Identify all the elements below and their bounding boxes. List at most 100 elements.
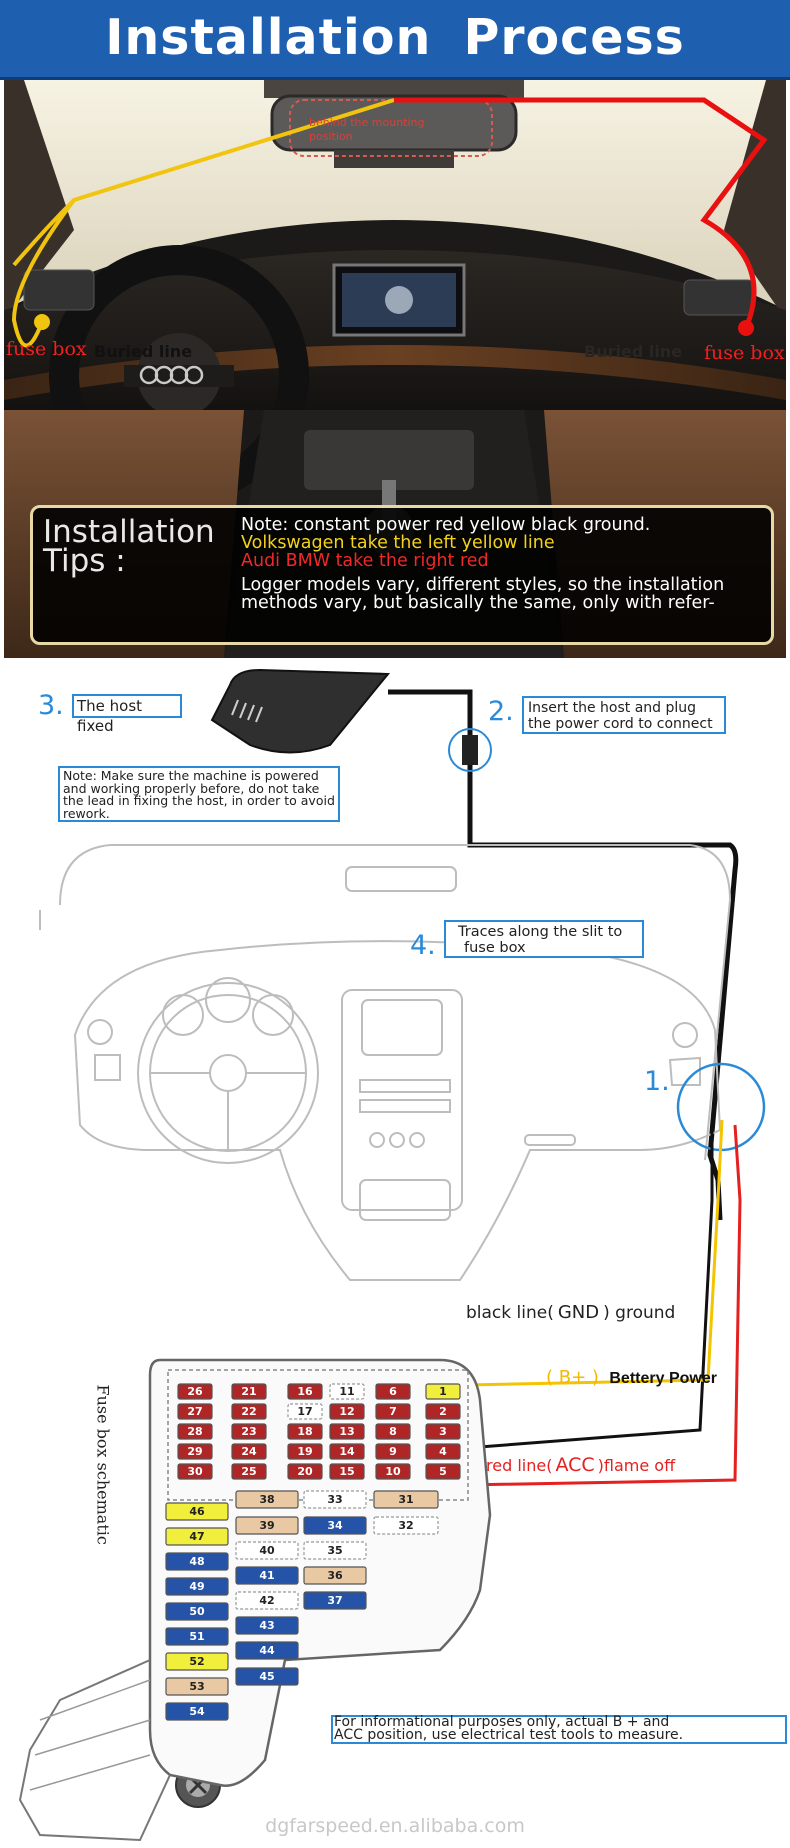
mirror-note: behind the mounting position xyxy=(309,116,469,144)
fuse-15: 15 xyxy=(339,1465,355,1478)
title-banner: Installation Process xyxy=(0,0,790,80)
fuse-53-slot xyxy=(165,1677,229,1696)
step-2-text-b: the power cord to connect xyxy=(528,716,713,732)
fuse-19: 19 xyxy=(297,1445,313,1458)
red-wire xyxy=(464,1124,742,1487)
fuse-25-slot xyxy=(231,1463,267,1480)
fuse-22: 22 xyxy=(241,1405,257,1418)
yellow-wire-label-a: ( B+ ) xyxy=(546,1367,599,1388)
step-4-box: Traces along the slit to fuse box xyxy=(444,920,644,958)
fuse-21-slot xyxy=(231,1383,267,1400)
fuse-5: 5 xyxy=(439,1465,447,1478)
left-fuse-point xyxy=(34,314,50,330)
note-line-1: Note: Make sure the machine is powered xyxy=(63,768,319,783)
buried-line-left-label: Buried line xyxy=(94,342,193,361)
fuse-31-slot xyxy=(373,1490,439,1509)
fuse-43: 43 xyxy=(259,1619,275,1632)
fuse-50: 50 xyxy=(189,1605,205,1618)
fuse-12: 12 xyxy=(339,1405,355,1418)
fuse-box-schematic-label: Fuse box schematic xyxy=(93,1384,113,1545)
black-wire-label: black line(GND) ground xyxy=(466,1302,675,1323)
fuse-48: 48 xyxy=(189,1555,205,1568)
fuse-45: 45 xyxy=(259,1670,275,1683)
fuse-2: 2 xyxy=(439,1405,447,1418)
fuse-9: 9 xyxy=(389,1445,397,1458)
fuse-13: 13 xyxy=(339,1425,355,1438)
fuse-47: 47 xyxy=(189,1530,205,1543)
fuse-box-right-label: fuse box xyxy=(704,342,785,364)
mirror-note-text: behind the mounting position xyxy=(309,116,425,143)
fuse-40: 40 xyxy=(259,1544,275,1557)
fuse-9-slot xyxy=(375,1443,411,1460)
fuse-10: 10 xyxy=(385,1465,401,1478)
tips-title: Installation Tips : xyxy=(43,517,223,577)
note-line-2: and working properly before, do not take xyxy=(63,780,320,796)
fuse-41-slot xyxy=(235,1566,299,1585)
fuse-30-slot xyxy=(177,1463,213,1480)
yellow-wire-label-b: Bettery Power xyxy=(609,1370,717,1387)
step-3-text: The host fixed xyxy=(77,697,143,735)
watermark: dgfarspeed.en.alibaba.com xyxy=(265,1815,525,1837)
fuse-12-slot xyxy=(329,1403,365,1420)
connector-circle xyxy=(448,728,492,772)
fuse-grid-top xyxy=(177,1383,461,1480)
tip-line-1: Note: constant power red yellow black gr… xyxy=(241,515,651,535)
red-wire-label-a: red line( xyxy=(486,1456,553,1475)
red-wire-label: red line(ACC)flame off xyxy=(486,1454,675,1476)
car-interior-photo: behind the mounting position fuse box Bu… xyxy=(4,80,786,658)
fuse-27: 27 xyxy=(187,1405,203,1418)
fuse-52-slot xyxy=(165,1652,229,1671)
fuse-49: 49 xyxy=(189,1580,205,1593)
step-2-box: Insert the host and plug the power cord … xyxy=(522,696,726,734)
fuse-26: 26 xyxy=(187,1385,203,1398)
fuse-53: 53 xyxy=(189,1680,205,1693)
red-wire-route xyxy=(394,97,768,329)
black-wire-label-gnd: GND xyxy=(557,1302,600,1323)
fuse-51-slot xyxy=(165,1627,229,1646)
fuse-29: 29 xyxy=(187,1445,203,1458)
fuse-14-slot xyxy=(329,1443,365,1460)
dashcam-vent-icon xyxy=(231,699,263,723)
fuse-31: 31 xyxy=(398,1493,414,1506)
disclaimer-text: For informational purposes only, actual … xyxy=(332,1714,784,1742)
fuse-3-slot xyxy=(425,1423,461,1440)
fuse-13-slot xyxy=(329,1423,365,1440)
fuse-51: 51 xyxy=(189,1630,205,1643)
fuse-21: 21 xyxy=(241,1385,257,1398)
fuse-11: 11 xyxy=(339,1385,355,1398)
fuse-28-slot xyxy=(177,1423,213,1440)
fuse-28: 28 xyxy=(187,1425,203,1438)
fuse-46-slot xyxy=(165,1502,229,1521)
fuse-32-slot xyxy=(373,1516,439,1535)
disclaimer-line-1: For informational purposes only, actual … xyxy=(334,1714,670,1730)
fuse-34: 34 xyxy=(327,1519,343,1532)
fuse-46: 46 xyxy=(189,1505,205,1518)
page-title: Installation Process xyxy=(105,9,685,66)
fuse-39: 39 xyxy=(259,1519,275,1532)
right-fuse-point xyxy=(738,320,754,336)
fuse-3: 3 xyxy=(439,1425,447,1438)
fuse-5-slot xyxy=(425,1463,461,1480)
car-line-drawing xyxy=(39,844,732,1281)
step-4-number: 4. xyxy=(410,930,436,961)
fuse-29-slot xyxy=(177,1443,213,1460)
fuse-45-slot xyxy=(235,1667,299,1686)
fuse-33-slot xyxy=(303,1490,367,1509)
fuse-23-slot xyxy=(231,1423,267,1440)
fuse-23: 23 xyxy=(241,1425,257,1438)
fuse-7: 7 xyxy=(389,1405,397,1418)
fuse-49-slot xyxy=(165,1577,229,1596)
black-wire-label-a: black line( xyxy=(466,1303,554,1323)
fuse-54: 54 xyxy=(189,1705,205,1718)
disclaimer-frame xyxy=(331,1715,787,1744)
fuse-1: 1 xyxy=(439,1385,447,1398)
fuse-2-slot xyxy=(425,1403,461,1420)
wiring-diagram xyxy=(18,668,787,1842)
fuse-25: 25 xyxy=(241,1465,257,1478)
tip-line-4: Logger models vary, different styles, so… xyxy=(241,575,725,595)
fuse-47-slot xyxy=(165,1527,229,1546)
fuse-42: 42 xyxy=(259,1594,275,1607)
tip-line-5: methods vary, but basically the same, on… xyxy=(241,593,715,613)
fuse-18-slot xyxy=(287,1423,323,1440)
